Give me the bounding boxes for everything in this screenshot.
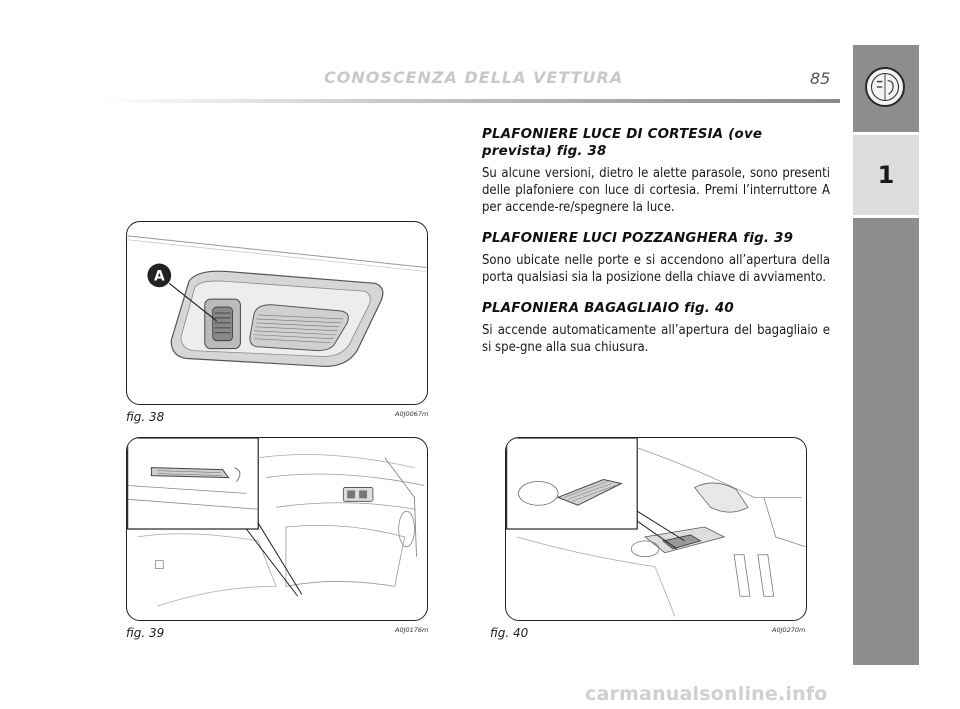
figure-40-code: A0J0270m (772, 626, 806, 634)
section-title: CONOSCENZA DELLA VETTURA (324, 68, 624, 87)
chapter-indicator: 1 (853, 132, 919, 218)
section-body: Si accende automaticamente all’apertura … (482, 323, 830, 355)
boot-light-illustration (506, 438, 806, 617)
watermark: carmanualsonline.info (585, 683, 828, 705)
callout-a-label: A (154, 268, 165, 284)
section-heading: PLAFONIERA BAGAGLIAIO fig. 40 (482, 301, 734, 316)
chapter-number: 1 (877, 161, 895, 189)
brand-logo-icon (865, 67, 905, 107)
section-heading: PLAFONIERE LUCE DI CORTESIA (ove previst… (482, 127, 763, 159)
courtesy-light-illustration: A (127, 235, 427, 368)
figure-39-puddle-light (126, 437, 428, 621)
figure-39-code: A0J0176m (395, 626, 429, 634)
text-column: PLAFONIERE LUCE DI CORTESIA (ove previst… (482, 126, 830, 370)
section-heading: PLAFONIERE LUCI POZZANGHERA fig. 39 (482, 231, 794, 246)
figure-40-boot-light (505, 437, 807, 621)
header-rule (100, 99, 840, 103)
figure-38-courtesy-light: A (126, 221, 428, 405)
figure-39-caption: fig. 39 (126, 626, 165, 640)
figure-38-caption: fig. 38 (126, 410, 165, 424)
logo-box (853, 45, 919, 129)
figure-40-caption: fig. 40 (490, 626, 529, 640)
page-number: 85 (810, 69, 831, 88)
section-body: Sono ubicate nelle porte e si accendono … (482, 253, 830, 285)
puddle-light-illustration (127, 438, 425, 607)
figure-38-code: A0J0067m (395, 410, 429, 418)
chapter-side-tab: 1 (853, 45, 919, 665)
section-body: Su alcune versioni, dietro le alette par… (482, 166, 830, 215)
